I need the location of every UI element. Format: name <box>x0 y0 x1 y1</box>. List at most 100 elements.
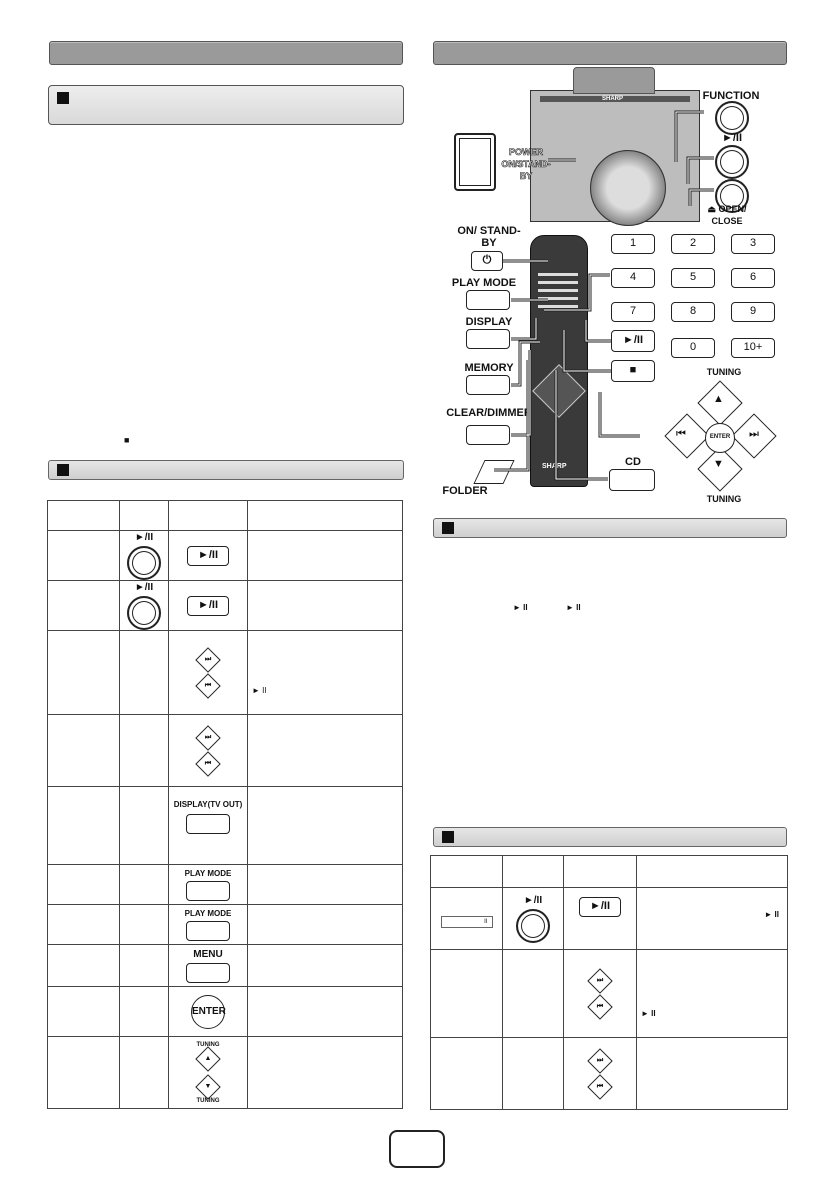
play-mode-button <box>186 920 230 941</box>
left-subsection-box <box>48 85 404 125</box>
clear-dimmer-button <box>466 425 510 445</box>
remote-play-pause-button: ►/II <box>611 330 655 352</box>
prev-icon: ⏮ <box>676 428 686 440</box>
display-button <box>466 329 510 349</box>
play-pause-inline: ► II <box>641 1008 656 1018</box>
on-standby-label: ON/ STAND-BY <box>457 225 521 249</box>
remote-play-pause-button: ►/II <box>187 546 229 566</box>
skip-buttons-icon: ⏭⏮ <box>564 967 636 1020</box>
key-7: 7 <box>611 302 655 322</box>
display-label: DISPLAY <box>465 316 513 328</box>
remote-play-pause-button: ►/II <box>187 596 229 616</box>
play-pause-inline: ► II <box>252 685 267 695</box>
unit-play-pause-label: ►/II <box>721 132 743 144</box>
display-tv-out-label: DISPLAY(TV OUT) <box>173 799 243 809</box>
key-5: 5 <box>671 268 715 288</box>
enter-button: ENTER <box>191 994 226 1029</box>
key-8: 8 <box>671 302 715 322</box>
key-3: 3 <box>731 234 775 254</box>
unit-top-cap <box>573 67 655 94</box>
play-pause-symbol: ► II <box>566 603 581 612</box>
clear-dimmer-label: CLEAR/DIMMER <box>446 407 532 419</box>
tuning-label: TUNING <box>196 1097 220 1104</box>
key-0: 0 <box>671 338 715 358</box>
memory-button <box>466 375 510 395</box>
right-function-table: II ►/II ►/II ► II ⏭⏮ ► II ⏭⏮ <box>430 855 788 1110</box>
table-row: ⏭⏮ <box>47 714 403 787</box>
right-subsection-header-1 <box>433 518 787 538</box>
table-row: PLAY MODE <box>47 904 403 945</box>
bullet-square <box>442 831 454 843</box>
bullet-square <box>57 464 69 476</box>
menu-button <box>186 962 230 983</box>
bullet-square <box>57 92 69 104</box>
skip-buttons-icon: ⏭⏮ <box>564 1047 636 1100</box>
play-mode-label: PLAY MODE <box>184 908 232 918</box>
unit-play-pause-button <box>715 145 749 179</box>
table-row: PLAY MODE <box>47 864 403 905</box>
right-subsection-header-2 <box>433 827 787 847</box>
play-pause-inline: ► II <box>764 909 779 919</box>
open-close-button <box>715 179 749 213</box>
function-button <box>715 101 749 135</box>
table-row: ►/II ►/II <box>47 580 403 631</box>
power-standby-button <box>454 133 496 191</box>
play-pause-label: ►/II <box>134 531 154 543</box>
left-function-table: ►/II ►/II ►/II ►/II ⏭⏮ ► II ⏭⏮ DISPLAY(T… <box>47 500 403 1109</box>
table-header-cell <box>636 855 788 888</box>
play-pause-symbol: ► II <box>513 603 528 612</box>
unit-play-pause-button <box>127 545 161 580</box>
table-row: DISPLAY(TV OUT) <box>47 786 403 865</box>
stop-symbol: ■ <box>124 435 130 445</box>
key-1: 1 <box>611 234 655 254</box>
table-row: ⏭⏮ ► II <box>47 630 403 715</box>
display-button <box>186 813 230 834</box>
key-9: 9 <box>731 302 775 322</box>
up-arrow-icon: ▲ <box>713 393 724 405</box>
folder-label: FOLDER <box>442 485 488 497</box>
table-row: II ►/II ►/II ► II <box>430 887 788 950</box>
table-row: ⏭⏮ ► II <box>430 949 788 1038</box>
key-4: 4 <box>611 268 655 288</box>
next-icon: ⏭ <box>749 428 759 440</box>
remote-brand-text: SHARP <box>542 463 567 470</box>
play-mode-button <box>186 880 230 901</box>
table-row: MENU <box>47 944 403 987</box>
enter-button: ENTER <box>705 423 735 453</box>
unit-jog-dial <box>590 150 666 226</box>
display-indicator: II <box>440 915 493 928</box>
cd-label: CD <box>625 456 641 468</box>
memory-label: MEMORY <box>464 362 514 374</box>
table-header-cell <box>430 855 503 888</box>
play-mode-button <box>466 290 510 310</box>
tuning-bottom-label: TUNING <box>706 494 742 504</box>
key-10-plus: 10+ <box>731 338 775 358</box>
play-pause-label: ►/II <box>523 894 543 906</box>
right-section-header <box>433 41 787 65</box>
table-row: ENTER <box>47 986 403 1037</box>
remote-stop-button: ■ <box>611 360 655 382</box>
play-mode-label: PLAY MODE <box>451 277 517 289</box>
bullet-square <box>442 522 454 534</box>
function-label: FUNCTION <box>702 90 760 102</box>
unit-disc-slot <box>540 96 690 102</box>
down-arrow-icon: ▼ <box>713 458 724 470</box>
left-section-header <box>49 41 403 65</box>
table-row: TUNING▲▼TUNING <box>47 1036 403 1109</box>
cd-button <box>609 469 655 491</box>
unit-play-pause-button <box>127 595 161 630</box>
table-header-cell <box>563 855 637 888</box>
open-close-label: ⏏ OPEN/ CLOSE <box>707 204 747 226</box>
unit-play-pause-button <box>516 908 550 943</box>
unit-brand: SHARP <box>602 96 624 102</box>
on-standby-button: ⏻ <box>471 251 503 271</box>
tuning-label: TUNING <box>196 1041 220 1048</box>
page-number-box <box>389 1130 445 1168</box>
play-mode-label: PLAY MODE <box>184 868 232 878</box>
play-pause-label: ►/II <box>134 581 154 593</box>
left-table-header <box>48 460 404 480</box>
power-standby-label: POWER ON/STAND-BY <box>501 147 551 182</box>
remote-play-pause-button: ►/II <box>579 897 621 917</box>
